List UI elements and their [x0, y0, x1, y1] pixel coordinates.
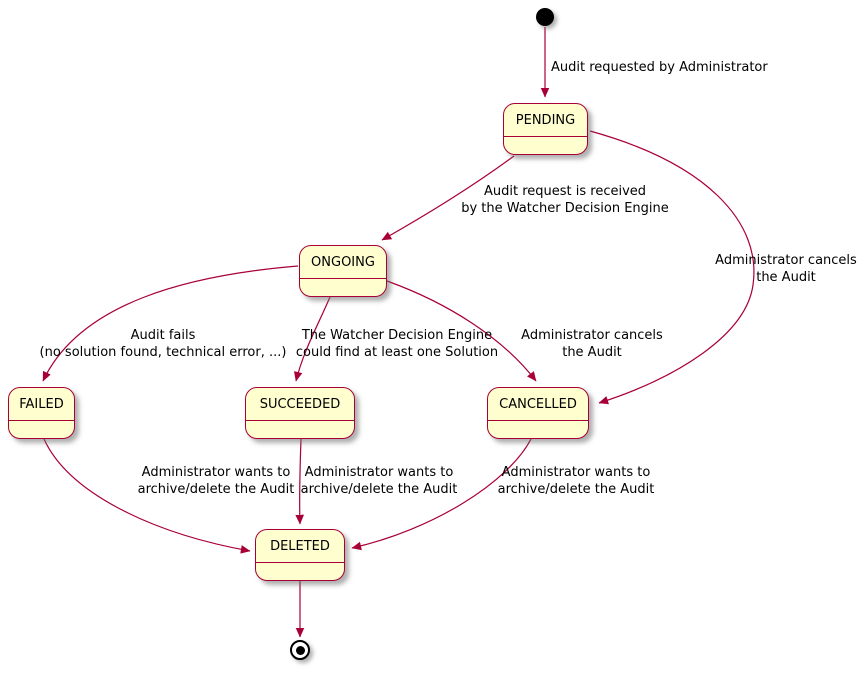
state-deleted-label: DELETED: [256, 530, 344, 563]
edge-label-ongoing-failed: Audit fails (no solution found, technica…: [39, 328, 287, 360]
state-failed-label: FAILED: [9, 388, 74, 421]
state-succeeded-body: [246, 421, 354, 437]
state-failed: FAILED: [8, 387, 75, 439]
state-cancelled-label: CANCELLED: [488, 388, 588, 421]
state-cancelled-body: [488, 421, 588, 437]
state-ongoing: ONGOING: [299, 245, 387, 297]
state-deleted: DELETED: [255, 529, 345, 581]
edge-ongoing-succeeded: [293, 296, 331, 382]
final-state-dot: [295, 645, 305, 655]
edge-label-pending-cancelled: Administrator cancels the Audit: [715, 253, 857, 285]
final-state: [290, 640, 310, 660]
edge-label-initial-pending: Audit requested by Administrator: [551, 60, 768, 75]
state-pending: PENDING: [503, 103, 588, 155]
edge-ongoing-failed: [42, 265, 299, 382]
state-pending-label: PENDING: [504, 104, 587, 137]
edge-pending-ongoing: [381, 155, 515, 241]
state-cancelled: CANCELLED: [487, 387, 589, 439]
edge-label-failed-deleted: Administrator wants to archive/delete th…: [137, 465, 295, 497]
edge-label-ongoing-cancelled: Administrator cancels the Audit: [521, 328, 663, 360]
edge-label-ongoing-succeeded: The Watcher Decision Engine could find a…: [295, 328, 499, 360]
edge-cancelled-deleted: [351, 438, 532, 551]
edge-ongoing-cancelled: [386, 280, 537, 382]
initial-state-dot: [536, 8, 554, 26]
state-succeeded: SUCCEEDED: [245, 387, 355, 439]
edge-pending-cancelled: [589, 130, 755, 405]
edge-label-cancelled-deleted: Administrator wants to archive/delete th…: [497, 465, 655, 497]
state-succeeded-label: SUCCEEDED: [246, 388, 354, 421]
state-pending-body: [504, 137, 587, 153]
state-deleted-body: [256, 563, 344, 579]
edge-succeeded-deleted: [295, 438, 305, 525]
state-ongoing-label: ONGOING: [300, 246, 386, 279]
state-ongoing-body: [300, 279, 386, 295]
edge-failed-deleted: [43, 438, 251, 554]
state-failed-body: [9, 421, 74, 437]
edge-label-pending-ongoing: Audit request is received by the Watcher…: [461, 184, 669, 216]
edge-label-succeeded-deleted: Administrator wants to archive/delete th…: [300, 465, 458, 497]
